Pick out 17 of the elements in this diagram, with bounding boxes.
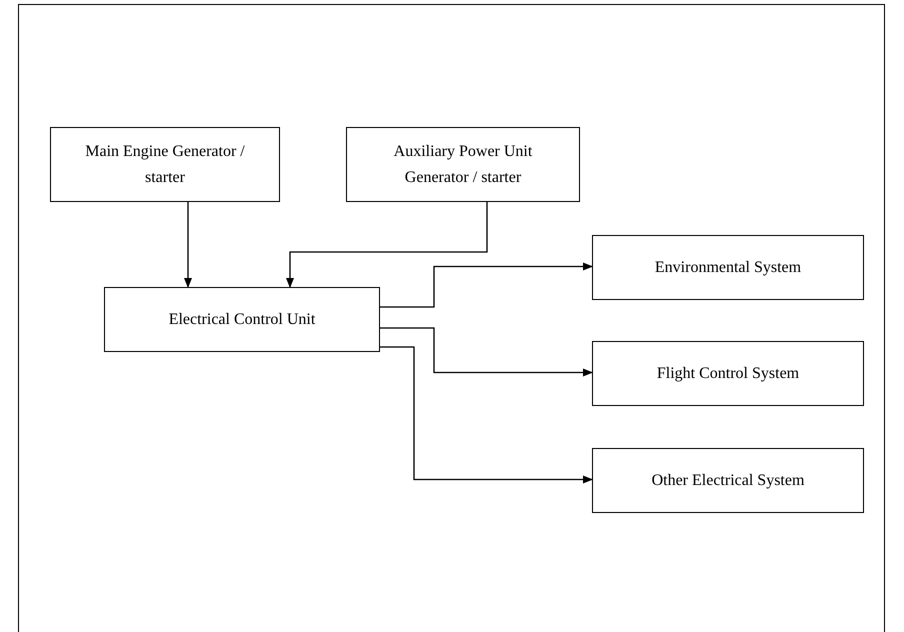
arrow: [380, 262, 593, 308]
box-label: Main Engine Generator / starter: [84, 142, 246, 188]
box-label: Environmental System: [654, 258, 802, 278]
process-box: [50, 127, 280, 202]
box-label: Auxiliary Power Unit Generator / starter: [392, 142, 534, 188]
process-box: [346, 127, 580, 202]
process-box: [592, 235, 864, 300]
box-label: Electrical Control Unit: [168, 310, 316, 330]
arrow: [380, 346, 593, 484]
box-label: Other Electrical System: [652, 470, 804, 490]
arrow: [184, 202, 192, 288]
arrow: [380, 327, 593, 376]
process-box: [592, 448, 864, 513]
process-box: [104, 287, 380, 352]
box-label: Flight Control System: [656, 364, 800, 384]
process-box: [592, 341, 864, 406]
arrow: [286, 202, 488, 288]
